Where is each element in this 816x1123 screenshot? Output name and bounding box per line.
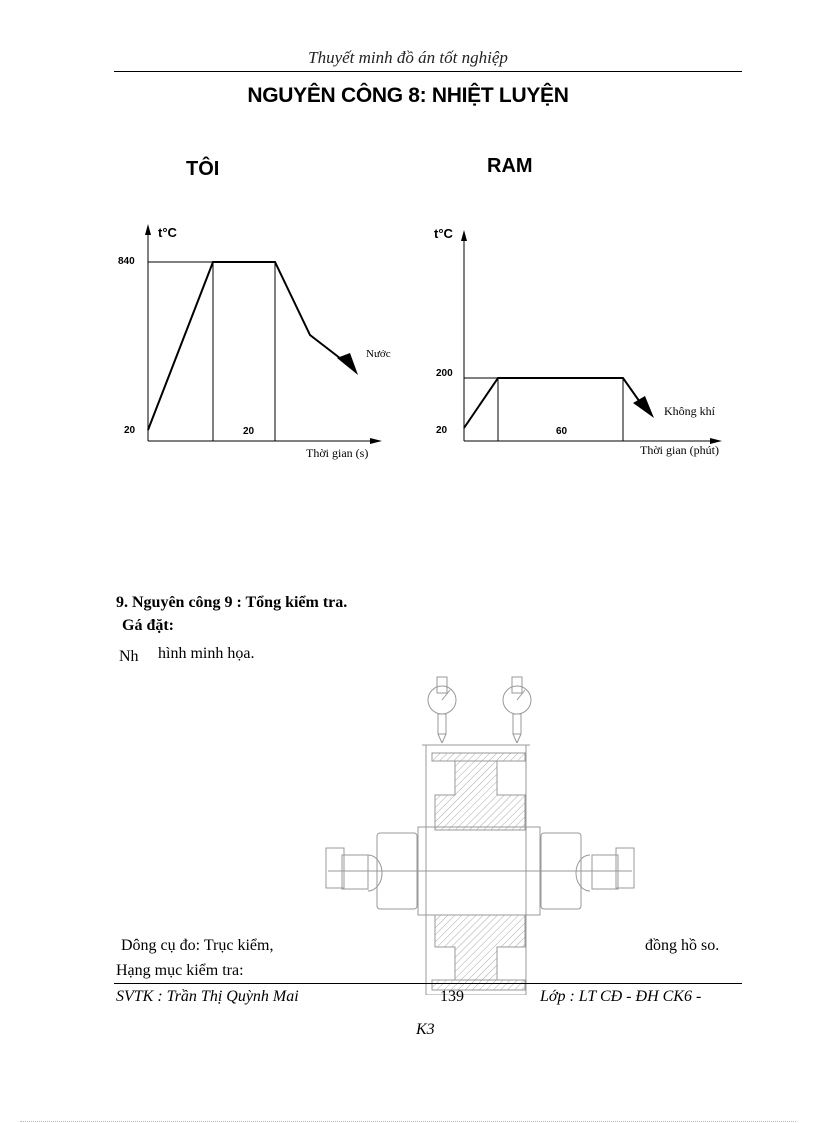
cooling-arrow-icon	[633, 396, 654, 418]
y-axis-arrow-icon	[461, 230, 467, 241]
footer-rule	[114, 983, 742, 984]
ram-x-axis-label: Thời gian (phút)	[640, 443, 719, 457]
chart-ram	[461, 230, 722, 444]
ram-y-axis-label: t°C	[434, 226, 453, 241]
x-axis-arrow-icon	[370, 438, 382, 444]
toi-x-axis-label: Thời gian (s)	[306, 446, 369, 460]
ram-y-tick-200: 200	[436, 368, 453, 379]
page-bottom-border	[20, 1121, 796, 1122]
chart-ram-title: RAM	[487, 155, 533, 177]
page-number: 139	[440, 988, 464, 1005]
inspection-items-label: Hạng mục kiểm tra:	[116, 962, 244, 979]
inspection-drawing	[325, 676, 635, 995]
chart-toi-title: TÔI	[186, 158, 220, 180]
setup-label: Gá đặt:	[122, 617, 174, 634]
dial-gauge-icon	[502, 676, 532, 744]
setup-text: hình minh họa.	[158, 645, 255, 662]
footer-student: SVTK : Trần Thị Quỳnh Mai	[116, 988, 299, 1005]
footer-class-cont: K3	[416, 1021, 435, 1038]
cooling-arrow-icon	[337, 353, 358, 375]
toi-y-tick-20: 20	[124, 425, 136, 436]
dial-gauge-icon	[427, 676, 457, 744]
y-axis-arrow-icon	[145, 224, 151, 235]
toi-y-axis-label: t°C	[158, 225, 177, 240]
measuring-tools-left: Dông cụ đo: Trục kiểm,	[121, 937, 274, 954]
ram-y-tick-20: 20	[436, 425, 448, 436]
toi-cooling-label: Nước	[366, 348, 391, 360]
section-8-title: NGUYÊN CÔNG 8: NHIỆT LUYỆN	[247, 84, 569, 107]
section-9-heading: 9. Nguyên công 9 : Tổng kiểm tra.	[116, 594, 348, 611]
ram-duration-label: 60	[556, 426, 568, 437]
x-axis-arrow-icon	[710, 438, 722, 444]
running-header: Thuyết minh đồ án tốt nghiệp	[308, 48, 508, 67]
toi-duration-label: 20	[243, 426, 255, 437]
header-rule	[114, 71, 742, 72]
setup-prefix: Nh	[119, 648, 139, 665]
footer-class: Lớp : LT CĐ - ĐH CK6 -	[540, 988, 702, 1005]
measuring-tools-right: đồng hồ so.	[645, 937, 720, 954]
chart-toi	[145, 224, 382, 444]
toi-y-tick-840: 840	[118, 256, 135, 267]
ram-cooling-label: Không khí	[664, 404, 715, 418]
